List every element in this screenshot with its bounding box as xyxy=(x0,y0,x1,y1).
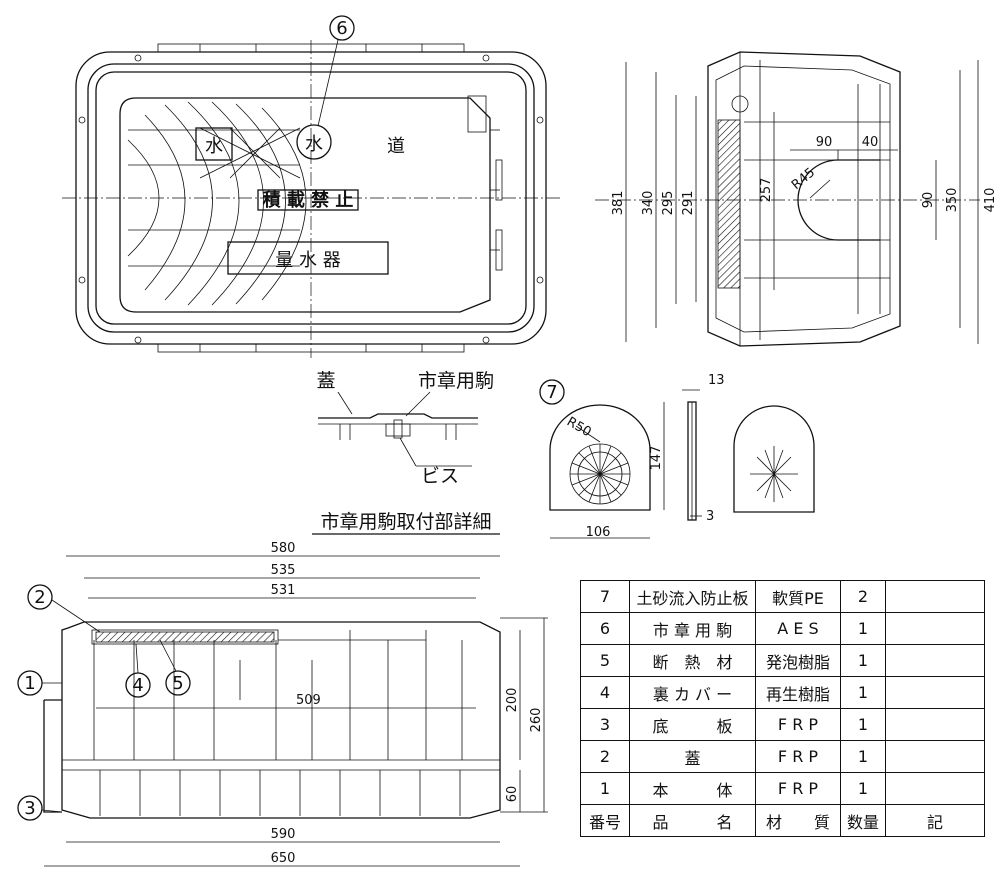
dim-580: 580 xyxy=(271,541,296,556)
lid-char-3: 道 xyxy=(387,136,405,157)
dim-340: 340 xyxy=(641,191,656,216)
part-material: 軟質PE xyxy=(755,580,841,613)
header-remark: 記 xyxy=(885,804,985,837)
dim-509: 509 xyxy=(296,693,321,708)
front-section-view: 580 535 531 509 xyxy=(17,541,548,867)
dim-200: 200 xyxy=(505,688,520,713)
lid-char-2: 水 xyxy=(305,134,323,155)
part-number: 5 xyxy=(580,644,630,677)
part-remark xyxy=(885,740,985,773)
callout-3: 3 xyxy=(24,798,35,819)
part-quantity: 1 xyxy=(840,644,886,677)
lid-meter-label: 量 水 器 xyxy=(275,250,340,271)
part-number: 4 xyxy=(580,676,630,709)
table-row: 3 底 板 F R P 1 xyxy=(580,708,985,741)
part-number: 3 xyxy=(580,708,630,741)
part-remark xyxy=(885,708,985,741)
callout-4: 4 xyxy=(132,675,143,696)
table-row: 7 土砂流入防止板 軟質PE 2 xyxy=(580,580,985,613)
detail-title: 市章用駒取付部詳細 xyxy=(320,511,491,533)
lid-char-1: 水 xyxy=(205,136,223,157)
table-row: 5 断 熱 材 発泡樹脂 1 xyxy=(580,644,985,677)
table-row: 4 裏 カ バ ー 再生樹脂 1 xyxy=(580,676,985,709)
detail-lid-label: 蓋 xyxy=(316,370,335,392)
part-number: 1 xyxy=(580,772,630,805)
dim-257: 257 xyxy=(759,178,774,203)
part-material: F R P xyxy=(755,740,841,773)
dim-650: 650 xyxy=(271,851,296,866)
detail-screw-label: ビス xyxy=(421,465,459,487)
callout-7: 7 xyxy=(546,382,557,403)
part-number: 6 xyxy=(580,612,630,645)
part-quantity: 1 xyxy=(840,676,886,709)
dim-r45: R45 xyxy=(789,165,818,193)
part-remark xyxy=(885,676,985,709)
dim-40: 40 xyxy=(862,135,879,150)
part-name: 断 熱 材 xyxy=(629,644,756,677)
parts-table: 7 土砂流入防止板 軟質PE 2 6 市 章 用 駒 A E S 1 5 断 熱… xyxy=(580,580,985,837)
header-name: 品 名 xyxy=(629,804,756,837)
top-view: 水 水 道 積 載 禁 止 量 水 器 6 xyxy=(62,15,560,358)
part-name: 底 板 xyxy=(629,708,756,741)
part-remark xyxy=(885,772,985,805)
header-number: 番号 xyxy=(580,804,630,837)
part-material: A E S xyxy=(755,612,841,645)
callout-5: 5 xyxy=(172,673,183,694)
dim-590: 590 xyxy=(271,827,296,842)
dim-r50: R50 xyxy=(564,414,594,440)
callout-2: 2 xyxy=(34,587,45,608)
dim-535: 535 xyxy=(271,563,296,578)
part-quantity: 1 xyxy=(840,708,886,741)
part-name: 土砂流入防止板 xyxy=(629,580,756,613)
sediment-plate-views: 7 R50 147 106 13 3 xyxy=(539,373,815,540)
callout-1: 1 xyxy=(24,673,35,694)
table-header-row: 番号 品 名 材 質 数量 記 xyxy=(580,804,985,837)
part-quantity: 1 xyxy=(840,772,886,805)
part-name: 裏 カ バ ー xyxy=(629,676,756,709)
part-remark xyxy=(885,612,985,645)
side-view: 381 340 295 291 257 90 40 R45 90 350 410 xyxy=(595,51,998,347)
dim-531: 531 xyxy=(271,583,296,598)
part-number: 7 xyxy=(580,580,630,613)
detail-koma-label: 市章用駒 xyxy=(418,370,494,392)
part-name: 市 章 用 駒 xyxy=(629,612,756,645)
part-remark xyxy=(885,644,985,677)
dim-147: 147 xyxy=(649,446,664,471)
dim-13: 13 xyxy=(708,373,725,388)
header-material: 材 質 xyxy=(755,804,841,837)
dim-260: 260 xyxy=(529,708,544,733)
dim-3: 3 xyxy=(706,509,714,524)
header-quantity: 数量 xyxy=(840,804,886,837)
dim-381: 381 xyxy=(611,191,626,216)
part-quantity: 2 xyxy=(840,580,886,613)
dim-106: 106 xyxy=(586,525,611,540)
dim-291: 291 xyxy=(681,191,696,216)
part-quantity: 1 xyxy=(840,612,886,645)
part-material: F R P xyxy=(755,772,841,805)
dim-90-vertical: 90 xyxy=(921,192,936,209)
part-name: 蓋 xyxy=(629,740,756,773)
koma-detail: 蓋 市章用駒 ビス 市章用駒取付部詳細 xyxy=(312,370,500,535)
table-row: 1 本 体 F R P 1 xyxy=(580,772,985,805)
callout-6: 6 xyxy=(336,18,347,39)
table-row: 6 市 章 用 駒 A E S 1 xyxy=(580,612,985,645)
part-number: 2 xyxy=(580,740,630,773)
part-material: 発泡樹脂 xyxy=(755,644,841,677)
part-quantity: 1 xyxy=(840,740,886,773)
part-material: 再生樹脂 xyxy=(755,676,841,709)
part-remark xyxy=(885,580,985,613)
dim-295: 295 xyxy=(661,191,676,216)
table-row: 2 蓋 F R P 1 xyxy=(580,740,985,773)
dim-350: 350 xyxy=(945,188,960,213)
part-name: 本 体 xyxy=(629,772,756,805)
lid-load-ban: 積 載 禁 止 xyxy=(262,189,354,211)
dim-410: 410 xyxy=(983,188,998,213)
part-material: F R P xyxy=(755,708,841,741)
dim-90-horizontal: 90 xyxy=(816,135,833,150)
dim-60: 60 xyxy=(505,786,520,803)
